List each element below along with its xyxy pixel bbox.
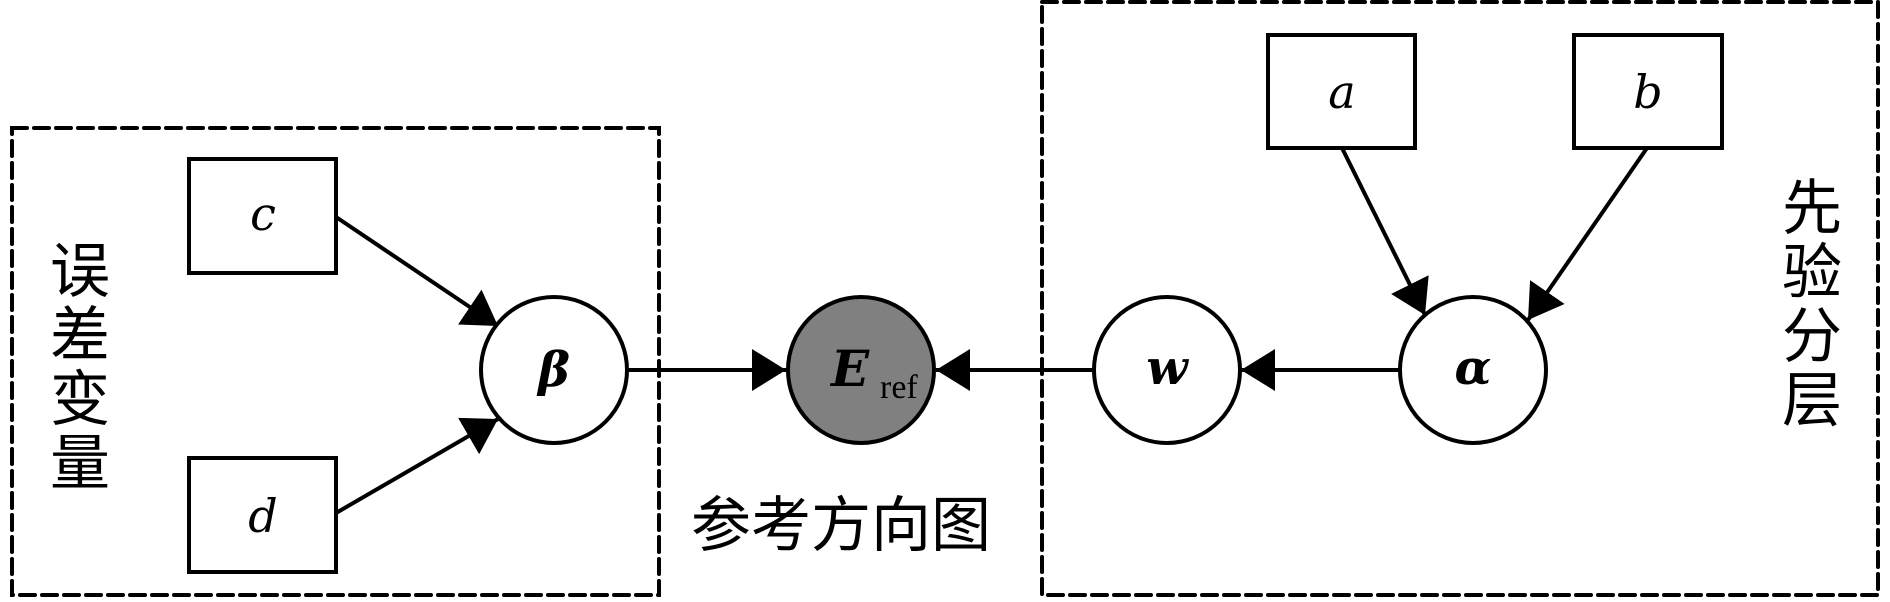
prior-hierarchy-label-char: 验 [1782,238,1842,308]
node-eref-subscript: ref [880,369,918,406]
error-variables-label-char: 变 [50,365,110,435]
node-alpha-label: α [1455,340,1492,396]
node-eref-symbol: E [829,339,870,398]
error-variables-label-char: 差 [50,301,110,371]
error-variables-group-box [10,126,661,597]
node-d-box [187,456,338,574]
edge-a-to-alpha [1340,147,1429,316]
node-beta-circle [479,295,629,445]
node-b-label: b [1633,65,1662,119]
node-a-label: a [1328,65,1355,119]
node-alpha: α [1398,295,1548,445]
node-c-label: c [250,187,276,241]
node-a-box [1266,33,1417,150]
prior-hierarchy-label-char: 先 [1782,174,1842,244]
node-b-box [1572,33,1724,150]
prior-hierarchy-label-char: 层 [1782,366,1842,436]
node-w-circle [1092,295,1242,445]
node-d-label: d [248,489,277,543]
node-alpha-circle [1398,295,1548,445]
edge-c-to-beta [334,215,500,328]
prior-hierarchy-label-char: 分 [1782,302,1842,372]
node-d: d [187,456,338,574]
node-c-box [187,157,338,275]
node-eref: E ref [786,295,936,445]
error-variables-label-char: 量 [50,429,110,499]
node-eref-circle [786,295,936,445]
node-b: b [1572,33,1724,150]
node-beta-label: β [536,342,570,398]
node-w: w [1092,295,1242,445]
node-w-label: w [1146,340,1189,396]
edge-d-to-beta [334,417,500,515]
eref-caption: 参考方向图 [691,491,991,561]
error-variables-label-char: 误 [50,237,110,307]
edge-b-to-alpha [1526,146,1649,322]
prior-hierarchy-group-box [1040,0,1880,597]
prior-hierarchy-label: 先 验 分 层 [1782,174,1842,436]
node-eref-label: E [829,339,870,398]
node-a: a [1266,33,1417,150]
error-variables-label: 误 差 变 量 [50,237,110,499]
node-beta: β [479,295,629,445]
node-c: c [187,157,338,275]
